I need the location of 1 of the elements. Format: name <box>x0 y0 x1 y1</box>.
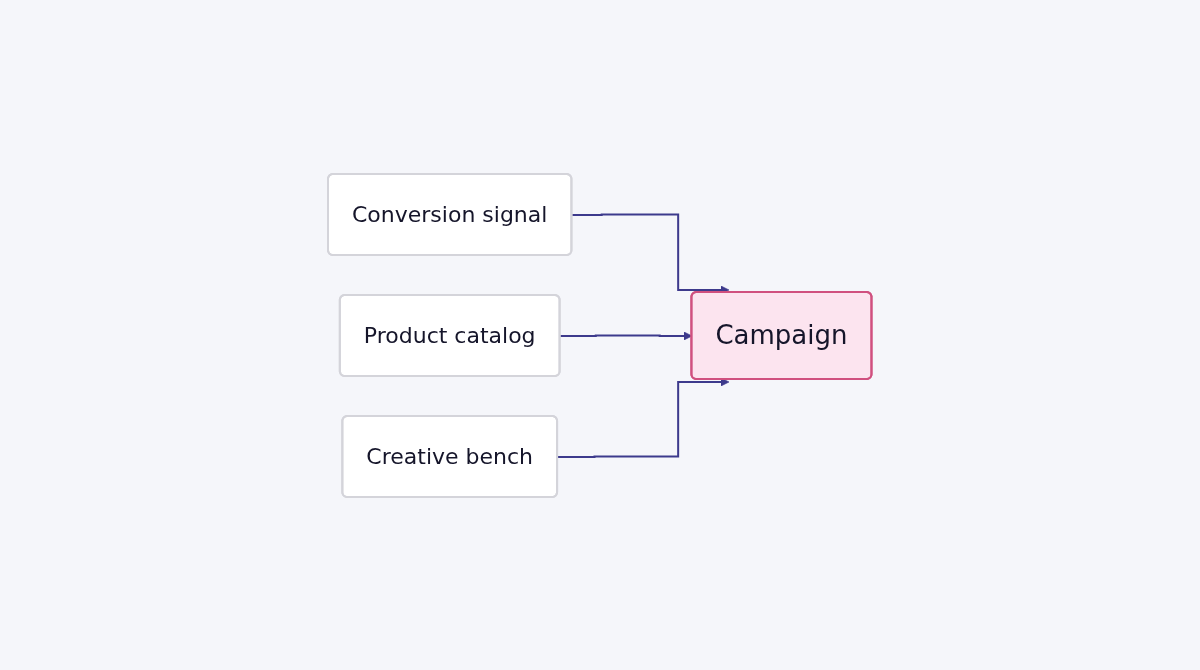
arrow <box>571 213 730 294</box>
